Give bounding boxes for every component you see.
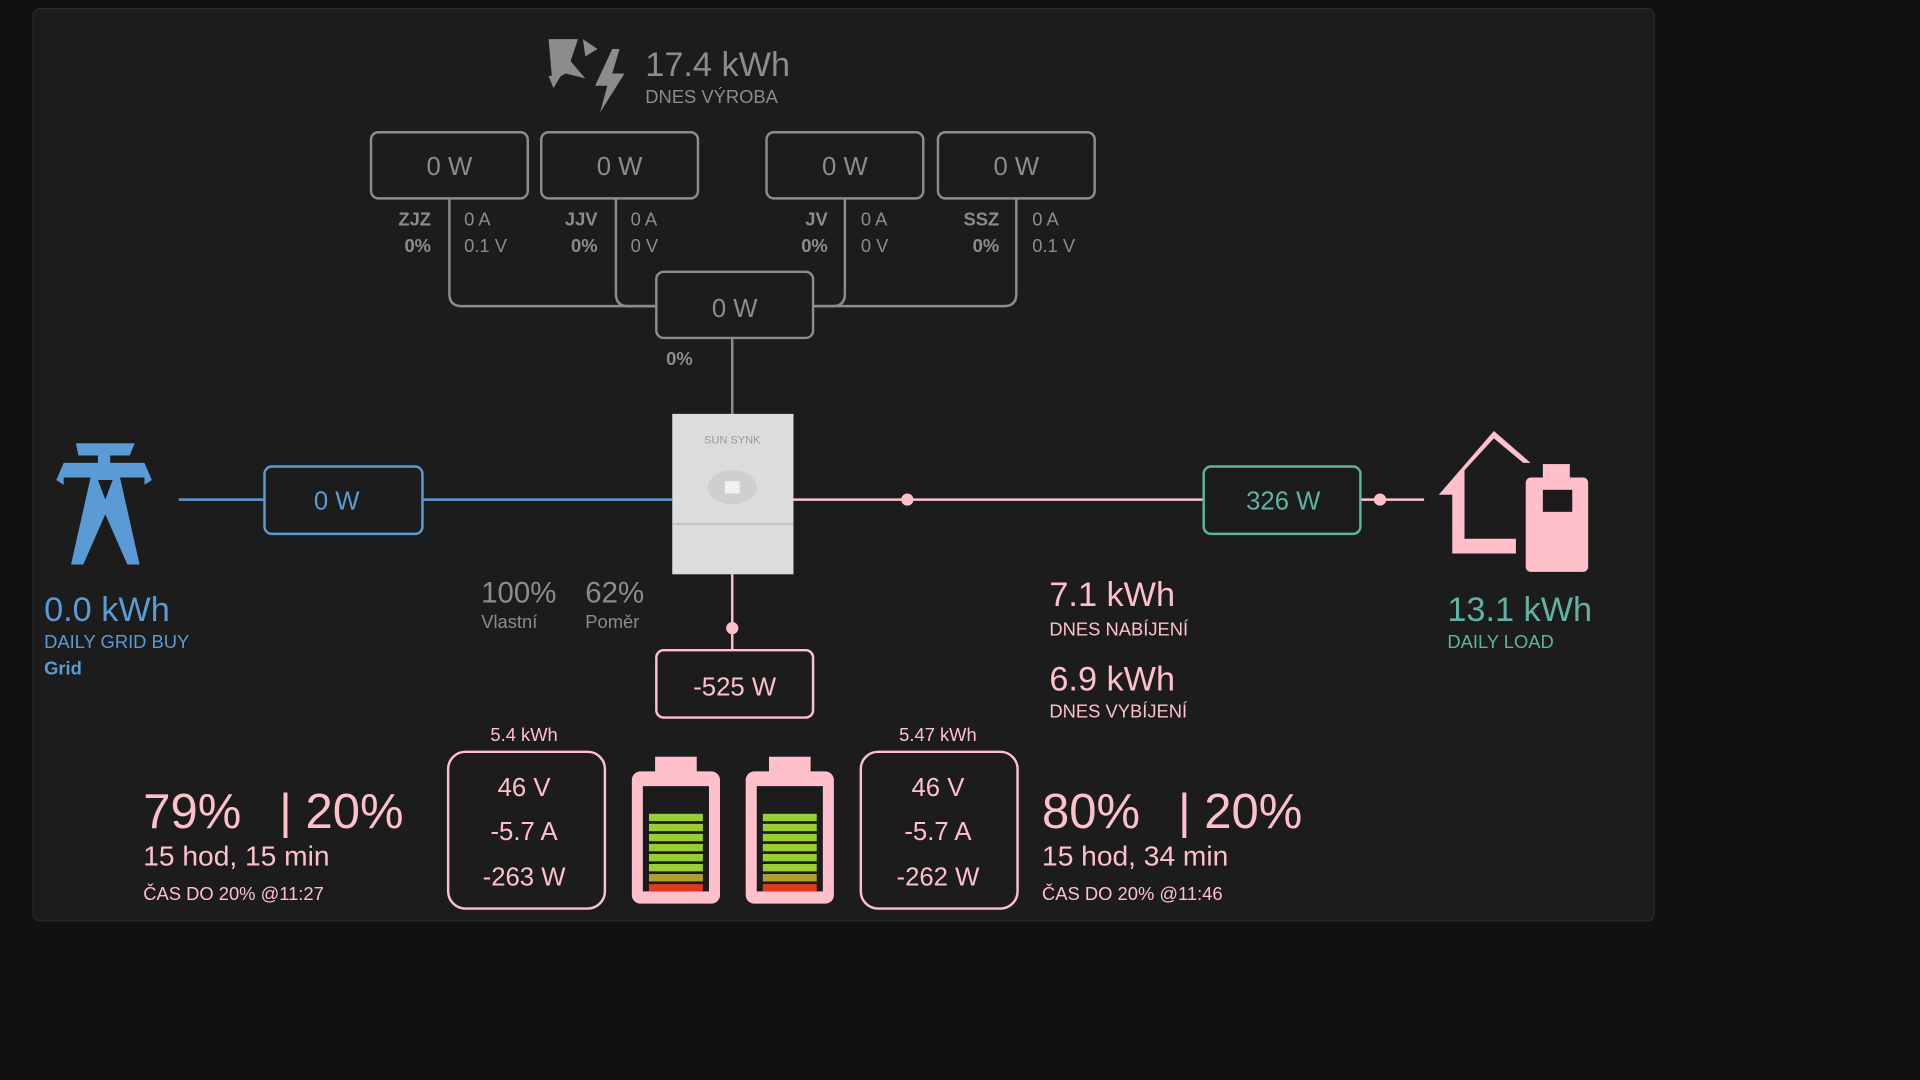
pv-string-current: 0 A (861, 208, 888, 229)
pack-2-min-soc: | 20% (1178, 785, 1302, 839)
ratio-label: Poměr (585, 611, 639, 632)
self-sufficiency-pct: 100% (481, 576, 556, 609)
battery-level-bar (762, 803, 817, 812)
solar-icon (548, 39, 625, 113)
solar-total-pct: 0% (666, 348, 693, 369)
battery-pack-2[interactable]: 5.47 kWh 46 V -5.7 A -262 W (859, 724, 1019, 910)
battery-level-bar (648, 833, 703, 842)
pv-string-pct: 0% (404, 235, 431, 256)
pack-2-runtime: 15 hod, 34 min (1042, 841, 1228, 872)
pack-voltage: 46 V (498, 774, 552, 802)
pack-current: -5.7 A (490, 818, 558, 846)
battery-pack-1[interactable]: 5.4 kWh 46 V -5.7 A -263 W (446, 724, 607, 910)
pv-string-power: 0 W (993, 153, 1039, 181)
self-sufficiency-label: Vlastní (481, 611, 538, 632)
pv-string-name: ZJZ (398, 208, 431, 229)
load-power-box[interactable]: 326 W (1202, 465, 1362, 536)
pv-string-current: 0 A (631, 208, 658, 229)
solar-total[interactable]: 0 W (655, 270, 815, 340)
battery-power: -525 W (693, 674, 777, 702)
load-daily-value: 13.1 kWh (1447, 591, 1592, 629)
pv-string-voltage: 0.1 V (464, 235, 508, 256)
battery-level-bar (648, 864, 703, 872)
battery-level-bar (762, 874, 817, 882)
battery-level-bar (762, 833, 817, 842)
pv-string-power: 0 W (597, 153, 643, 181)
battery-discharge-label: DNES VYBÍJENÍ (1049, 701, 1188, 722)
battery-level-bar (648, 823, 703, 832)
flow-dot (901, 493, 914, 506)
battery-charge-value: 7.1 kWh (1049, 576, 1175, 614)
pv-string-pct: 0% (973, 235, 1000, 256)
battery-power-box[interactable]: -525 W (655, 648, 815, 719)
battery-level-bar (762, 843, 817, 852)
flow-dot (1373, 493, 1387, 506)
inverter-brand: SUN SYNK (704, 434, 761, 446)
battery-level-bar (762, 793, 817, 802)
flow-dot (726, 622, 739, 635)
pack-energy: 5.47 kWh (899, 724, 977, 745)
pv-string-2[interactable]: 0 W JJV 0% 0 A 0 V (540, 131, 700, 256)
pv-string-voltage: 0.1 V (1032, 235, 1076, 256)
grid-name: Grid (44, 658, 82, 679)
pack-1-time-to: ČAS DO 20% @11:27 (143, 883, 324, 904)
pv-string-name: JJV (565, 208, 598, 229)
pv-string-power: 0 W (427, 153, 473, 181)
grid-tower-icon (56, 443, 152, 565)
pv-string-current: 0 A (1032, 208, 1059, 229)
pv-string-1[interactable]: 0 W ZJZ 0% 0 A 0.1 V (369, 131, 529, 256)
house-battery-icon (1438, 431, 1589, 572)
pv-string-name: JV (805, 208, 828, 229)
battery-level-bar (648, 793, 703, 802)
battery-level-bar (762, 823, 817, 832)
battery-discharge-value: 6.9 kWh (1049, 661, 1175, 699)
battery-level-icon (631, 756, 720, 904)
pv-connectors (448, 198, 1018, 414)
pack-1-soc: 79% (143, 785, 241, 839)
pv-string-3[interactable]: 0 W JV 0% 0 A 0 V (765, 131, 925, 256)
card-background (32, 7, 1655, 922)
solar-total-power: 0 W (712, 295, 758, 323)
battery-charge-label: DNES NABÍJENÍ (1049, 619, 1189, 640)
pack-energy: 5.4 kWh (490, 724, 557, 745)
grid-daily-label: DAILY GRID BUY (44, 631, 189, 652)
grid-daily-value: 0.0 kWh (44, 591, 170, 629)
battery-level-bar (762, 853, 817, 862)
pack-current: -5.7 A (904, 818, 972, 846)
pv-string-current: 0 A (464, 208, 491, 229)
load-power: 326 W (1246, 487, 1321, 515)
pack-2-soc: 80% (1042, 785, 1140, 839)
pack-1-min-soc: | 20% (279, 785, 403, 839)
pv-string-name: SSZ (963, 208, 999, 229)
pv-string-power: 0 W (822, 153, 868, 181)
pack-2-time-to: ČAS DO 20% @11:46 (1042, 883, 1223, 904)
pack-1-runtime: 15 hod, 15 min (143, 841, 329, 872)
ratio-pct: 62% (585, 576, 644, 609)
solar-daily-label: DNES VÝROBA (645, 86, 778, 107)
pv-string-pct: 0% (801, 235, 828, 256)
battery-level-icon (745, 756, 834, 904)
pv-string-4[interactable]: 0 W SSZ 0% 0 A 0.1 V (936, 131, 1096, 256)
pv-string-pct: 0% (571, 235, 598, 256)
battery-level-bar (648, 813, 703, 822)
battery-level-bar (648, 803, 703, 812)
battery-level-bar (762, 864, 817, 872)
battery-level-bar (648, 843, 703, 852)
battery-level-bar (648, 853, 703, 862)
pack-power: -262 W (897, 863, 981, 891)
battery-level-bar (762, 884, 817, 892)
inverter-image[interactable]: SUN SYNK (672, 413, 794, 575)
solar-daily-value: 17.4 kWh (645, 46, 790, 84)
battery-level-bar (648, 874, 703, 882)
pack-power: -263 W (483, 863, 567, 891)
grid-power: 0 W (314, 487, 360, 515)
pv-string-voltage: 0 V (631, 235, 659, 256)
pv-string-voltage: 0 V (861, 235, 889, 256)
battery-level-bar (762, 813, 817, 822)
pack-voltage: 46 V (912, 774, 966, 802)
load-daily-label: DAILY LOAD (1447, 631, 1553, 652)
grid-power-box[interactable]: 0 W (263, 465, 424, 536)
battery-level-bar (648, 884, 703, 892)
